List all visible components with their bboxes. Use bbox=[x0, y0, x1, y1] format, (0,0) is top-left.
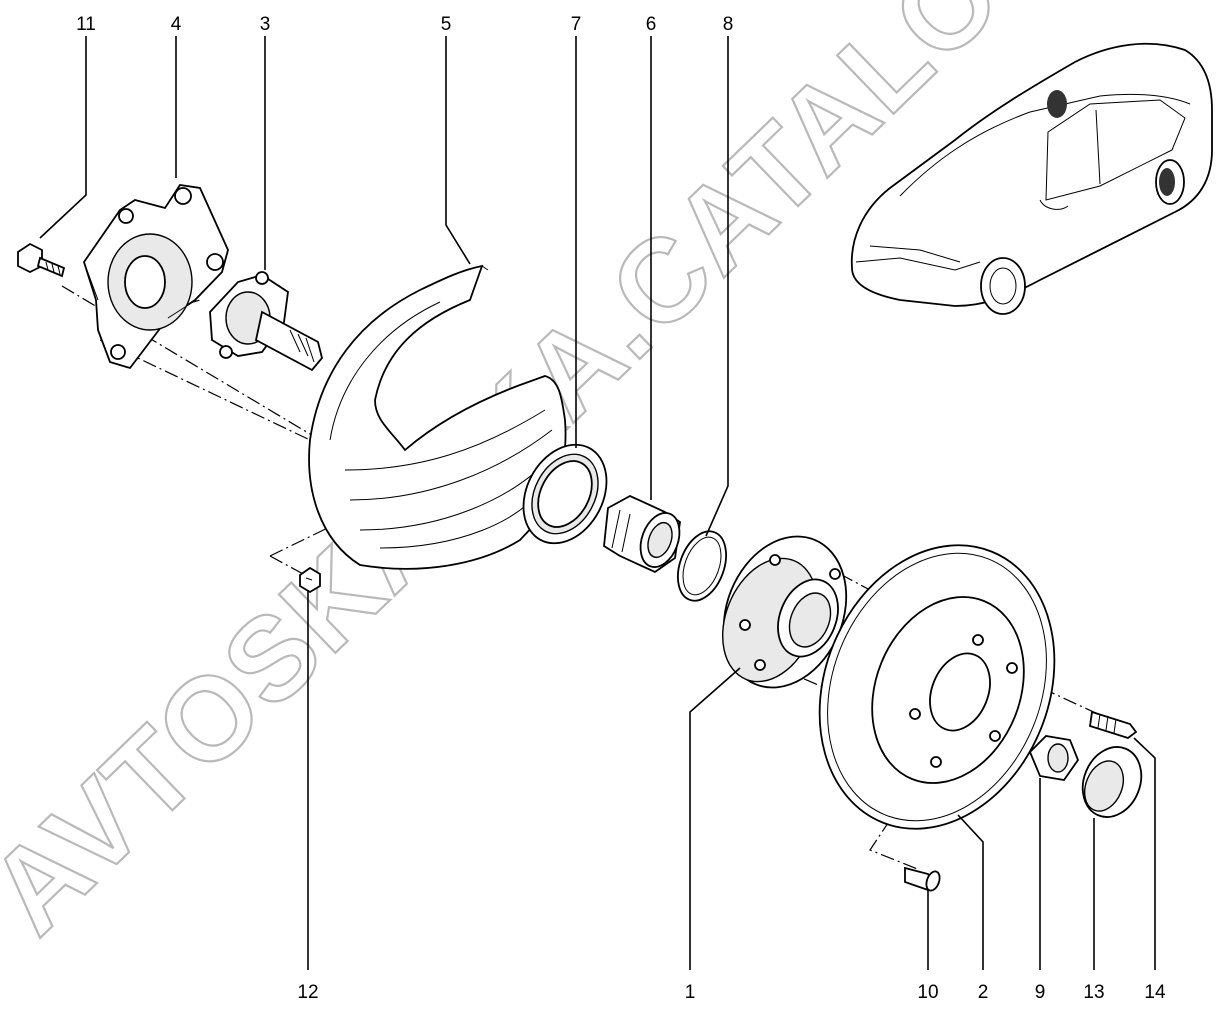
callout-1: 1 bbox=[685, 982, 696, 1003]
callout-6: 6 bbox=[646, 14, 657, 35]
callout-9: 9 bbox=[1035, 982, 1046, 1003]
leader-lines bbox=[39, 36, 1156, 970]
callout-11: 11 bbox=[76, 14, 96, 35]
part-13-cap bbox=[1081, 746, 1143, 818]
part-5-brake-shield bbox=[308, 264, 567, 570]
callout-4: 4 bbox=[171, 14, 182, 35]
callout-14: 14 bbox=[1144, 982, 1166, 1003]
callout-10: 10 bbox=[917, 982, 938, 1003]
callout-3: 3 bbox=[260, 14, 271, 35]
part-9-nut bbox=[1028, 735, 1080, 781]
part-7-seal bbox=[522, 443, 608, 545]
part-8-circlip bbox=[677, 530, 727, 602]
part-3-stub-axle bbox=[209, 271, 323, 372]
car-illustration bbox=[850, 42, 1213, 315]
callout-labels: 11 4 3 5 7 6 8 12 1 10 2 9 13 14 bbox=[76, 14, 1166, 1003]
part-1-hub bbox=[721, 535, 848, 689]
part-11-bolt bbox=[17, 242, 66, 278]
callout-7: 7 bbox=[571, 14, 582, 35]
part-6-bearing bbox=[603, 494, 681, 574]
part-12-screw bbox=[299, 566, 321, 594]
callout-12: 12 bbox=[297, 982, 318, 1003]
part-10-screw bbox=[904, 866, 941, 892]
callout-2: 2 bbox=[978, 982, 989, 1003]
part-2-brake-disc bbox=[818, 544, 1056, 830]
callout-5: 5 bbox=[441, 14, 452, 35]
part-4-knuckle bbox=[83, 184, 229, 370]
callout-13: 13 bbox=[1083, 982, 1104, 1003]
callout-8: 8 bbox=[723, 14, 734, 35]
part-14-stud bbox=[1089, 710, 1138, 739]
